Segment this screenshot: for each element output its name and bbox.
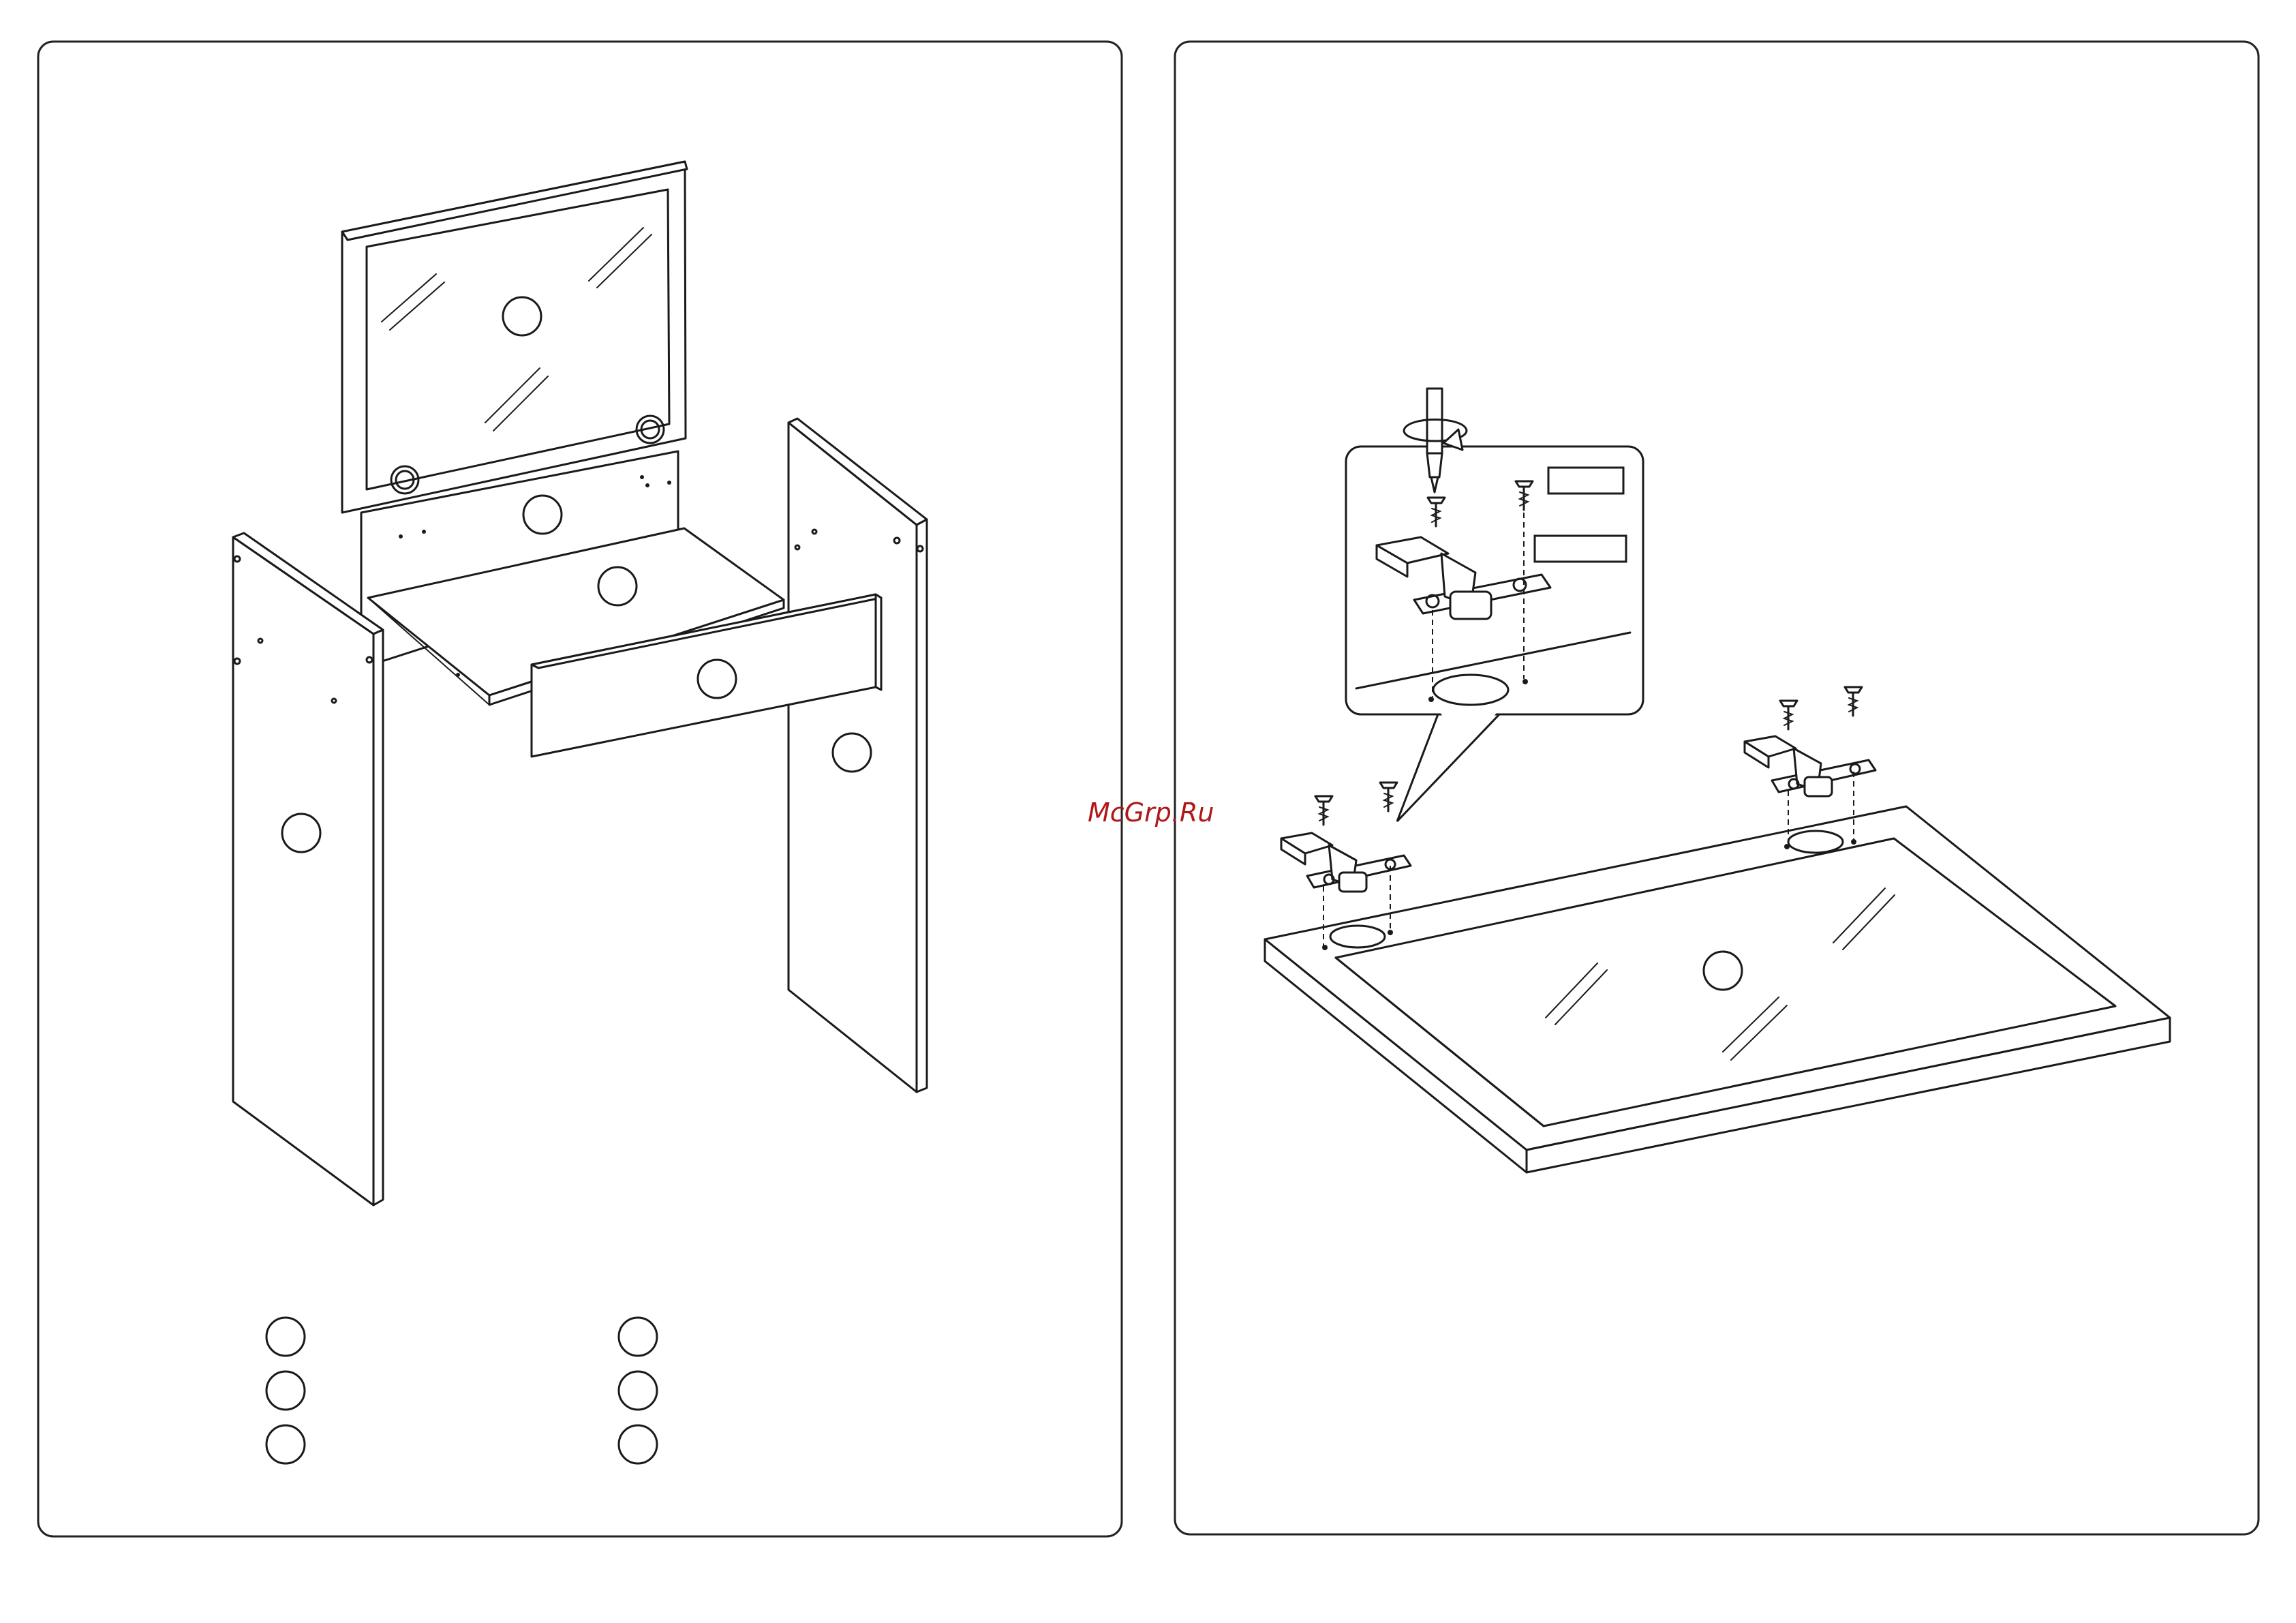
part-marker-mirror <box>503 297 541 335</box>
part-marker-back-rail <box>523 496 562 534</box>
screw-icon <box>1380 783 1397 811</box>
callout-label-box <box>1548 468 1623 494</box>
hinge-icon <box>1745 736 1876 796</box>
watermark: McGrp.Ru <box>1088 798 1214 828</box>
legend-marker <box>619 1371 657 1410</box>
hinge-icon <box>1281 833 1411 892</box>
screw-icon <box>1315 796 1332 825</box>
legend-marker <box>266 1318 305 1356</box>
parts-legend <box>266 1318 657 1463</box>
detail-callout <box>1346 389 1643 821</box>
part-marker-drawer-bottom <box>598 567 637 605</box>
part-marker-drawer-front <box>698 660 736 698</box>
left-side-panel <box>233 533 383 1205</box>
legend-marker <box>619 1425 657 1463</box>
legend-marker <box>619 1318 657 1356</box>
vanity-exploded-view <box>233 162 927 1205</box>
legend-marker <box>266 1425 305 1463</box>
part-marker-right-side <box>833 733 871 772</box>
callout-label-box <box>1535 536 1626 562</box>
part-marker-left-side <box>282 814 320 852</box>
legend-marker <box>266 1371 305 1410</box>
right-step-panel <box>1175 42 2259 1534</box>
screw-icon <box>1845 687 1862 716</box>
screw-icon <box>1780 701 1797 729</box>
part-marker-mirror-board <box>1704 952 1742 990</box>
right-side-panel <box>789 419 927 1092</box>
